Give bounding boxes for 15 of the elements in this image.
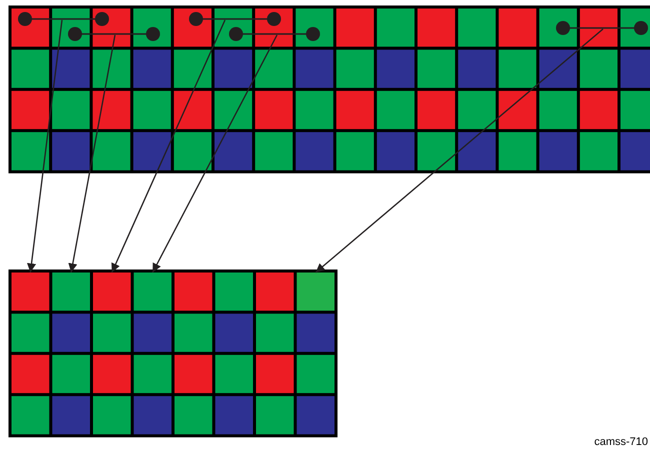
- leader-arrow: [27, 20, 63, 273]
- figure-id-label: camss-710: [594, 436, 648, 448]
- leader-arrow: [68, 34, 116, 273]
- leader-arrow: [152, 34, 278, 273]
- color-filter-cell: [93, 272, 131, 311]
- pixel-pair-connector: [229, 27, 320, 41]
- color-filter-cell: [296, 272, 334, 311]
- color-filter-cell: [134, 272, 172, 311]
- pixel-pair-connector: [189, 12, 281, 26]
- pixel-pair-connector: [18, 12, 109, 26]
- pixel-pair-connector: [556, 21, 648, 35]
- color-filter-cell: [12, 272, 50, 311]
- pixel-pair-connector: [68, 27, 160, 41]
- leader-arrow: [315, 28, 604, 273]
- color-filter-cell: [52, 272, 90, 311]
